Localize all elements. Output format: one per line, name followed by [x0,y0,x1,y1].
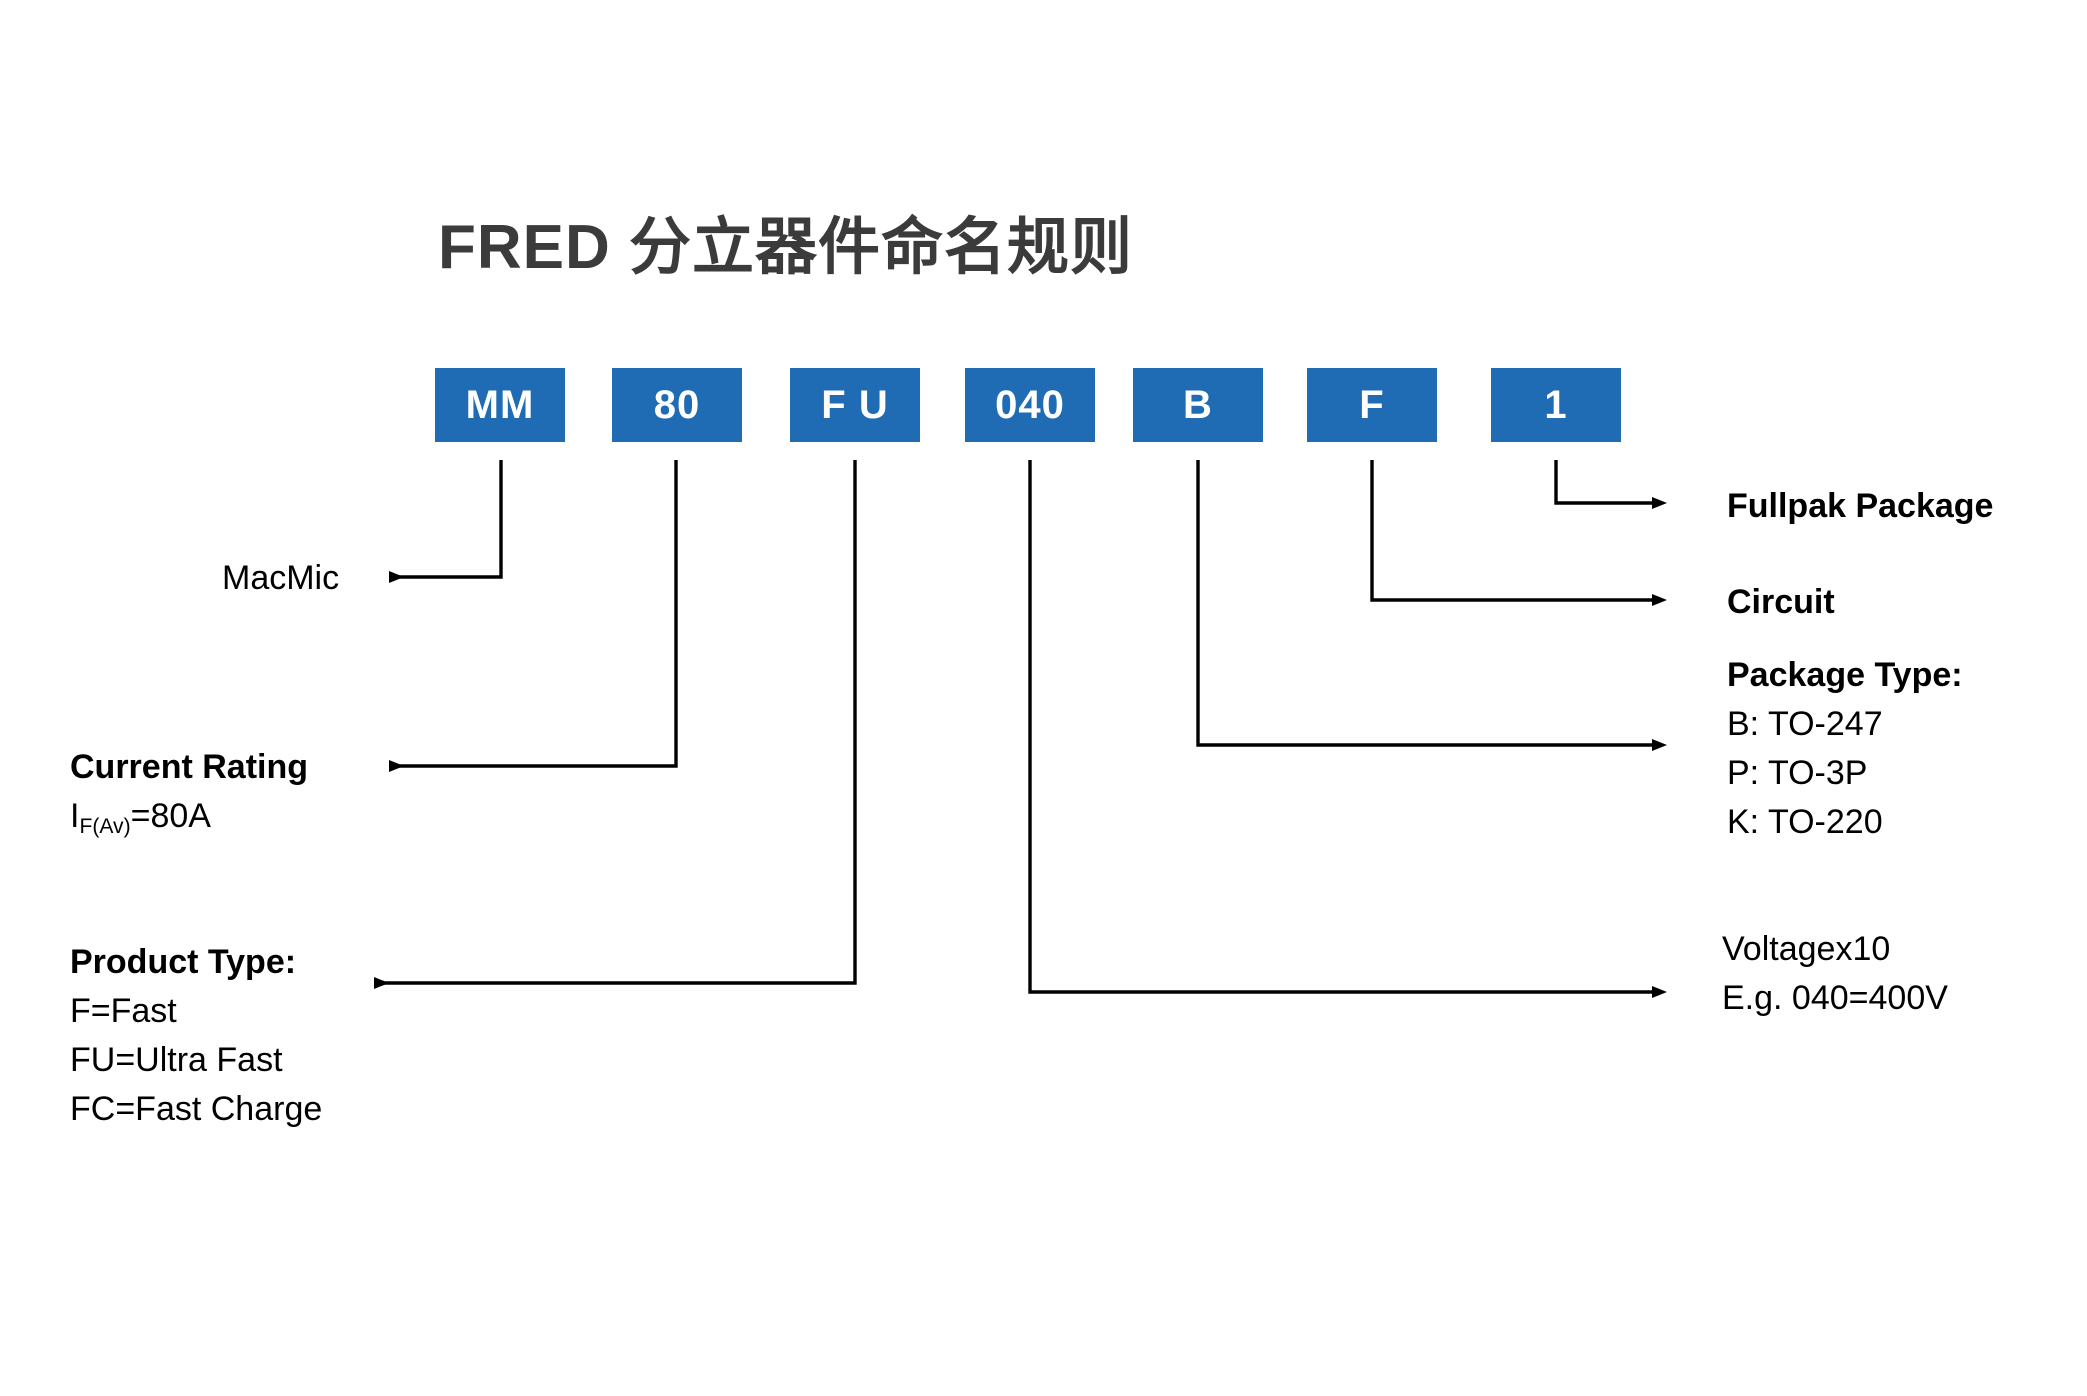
callout-product-type: Product Type: F=Fast FU=Ultra Fast FC=Fa… [70,938,322,1134]
code-box-label: 80 [653,382,701,427]
callout-package-type-heading: Package Type: [1727,656,1963,694]
wire-fullpak [1554,460,1667,509]
callout-manufacturer: MacMic [222,554,339,603]
code-box-package-type[interactable]: B [1133,368,1263,442]
code-box-label: B [1183,382,1213,427]
code-box-label: 1 [1544,382,1568,427]
callout-product-type-line: F=Fast [70,992,177,1030]
wire-circuit [1370,460,1667,606]
callout-product-type-line: FC=Fast Charge [70,1090,323,1128]
callout-manufacturer-heading: MacMic [222,559,340,597]
wire-current-rating [389,460,678,772]
callout-voltage: Voltagex10 E.g. 040=400V [1722,925,1948,1023]
callout-package-type-line: P: TO-3P [1727,754,1868,792]
callout-circuit-heading: Circuit [1727,583,1835,621]
code-box-label: 040 [995,382,1065,427]
page-title: FRED 分立器件命名规则 [438,213,1134,282]
code-box-label: MM [465,382,535,427]
callout-current-rating-heading: Current Rating [70,748,308,786]
code-box-label: F U [821,382,889,427]
callout-fullpak: Fullpak Package [1727,482,1993,531]
wire-product-type [374,460,857,989]
callout-voltage-heading: Voltagex10 [1722,930,1891,968]
code-box-circuit[interactable]: F [1307,368,1437,442]
callout-current-rating-formula: IF(Av)=80A [70,792,308,845]
code-box-product-type[interactable]: F U [790,368,920,442]
callout-current-rating: Current Rating IF(Av)=80A [70,743,308,845]
formula-symbol: I [70,797,80,835]
formula-subscript: F(Av) [79,814,131,838]
callout-circuit: Circuit [1727,578,1835,627]
code-box-label: F [1359,382,1385,427]
callout-package-type: Package Type: B: TO-247 P: TO-3P K: TO-2… [1727,651,1963,847]
callout-product-type-line: FU=Ultra Fast [70,1041,283,1079]
code-box-fullpak[interactable]: 1 [1491,368,1621,442]
callout-product-type-heading: Product Type: [70,943,297,981]
callout-package-type-line: K: TO-220 [1727,803,1883,841]
callout-voltage-line: E.g. 040=400V [1722,979,1948,1017]
formula-value: =80A [130,797,211,835]
code-box-current[interactable]: 80 [612,368,742,442]
wire-voltage [1028,460,1667,998]
code-box-manufacturer[interactable]: MM [435,368,565,442]
code-box-voltage[interactable]: 040 [965,368,1095,442]
wire-package-type [1196,460,1667,751]
callout-package-type-line: B: TO-247 [1727,705,1883,743]
callout-fullpak-heading: Fullpak Package [1727,487,1994,525]
wire-manufacturer [389,460,503,583]
